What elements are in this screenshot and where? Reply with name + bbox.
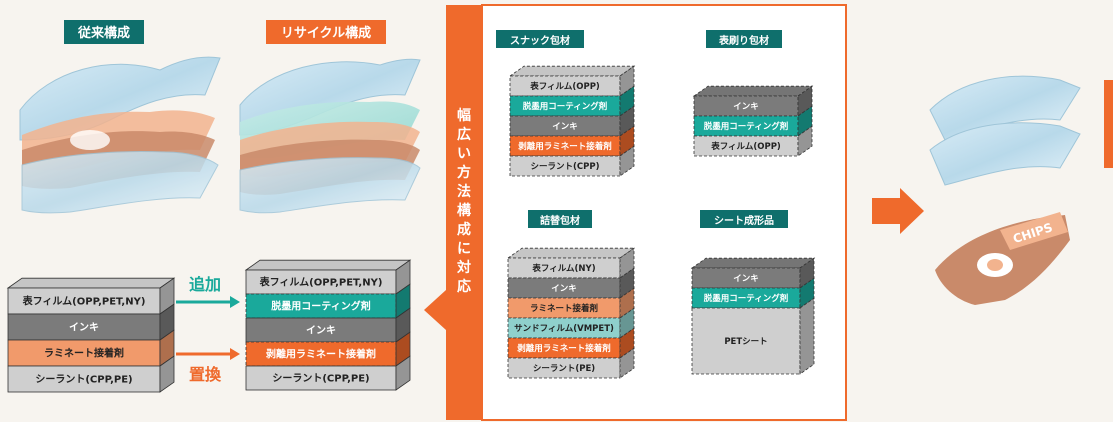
stack-layer-label: ラミネート接着剤 [44,347,124,360]
stack-layer-label: 表フィルム(OPP,PET,NY) [259,276,383,289]
panel-layer-label: 脱墨用コーティング剤 [523,101,608,112]
stack-layer-side [159,355,175,393]
panel-layer-label: インキ [733,274,759,284]
stack-layer-label: 表フィルム(OPP,PET,NY) [22,295,146,308]
panel-layer-label: インキ [551,284,577,294]
panel-layer-label: 脱墨用コーティング剤 [704,293,789,304]
panel-title: 表刷り包材 [718,34,769,47]
panel-title: シート成形品 [714,214,774,227]
panel-layer-label: 剥離用ラミネート接着剤 [518,141,612,152]
panel-layer-side [619,347,635,379]
panel-layer-label: シーラント(PE) [533,364,595,374]
panel-layer-label: 脱墨用コーティング剤 [704,121,789,132]
vertical-band: 幅広い方法構成に対応 [446,5,482,420]
vertical-label: 幅広い方法構成に対応 [456,107,471,295]
panel-title-bg [496,30,584,48]
panel-layer [693,135,799,157]
heading-conventional-text: 従来構成 [77,25,130,41]
recycle-film-illustration [239,58,421,214]
panel-layer-label: PETシート [724,337,767,347]
panel-layer-label: 表フィルム(OPP) [529,81,600,92]
panel-layer-label: サンドフィルム(VMPET) [514,324,614,334]
heading-recycle-text: リサイクル構成 [281,25,371,41]
stack-layer-label: インキ [306,325,336,337]
panel-title: 詰替包材 [540,214,580,227]
panel-layer-side [797,125,813,157]
stack-layer-label: インキ [69,322,99,334]
right-edge-accent [1104,80,1113,168]
output-film-illustration [929,75,1081,186]
conventional-stack: 表フィルム(OPP,PET,NY) インキラミネート接着剤シーラント(CPP,PE… [6,277,176,393]
stack-layer-label: 脱墨用コーティング剤 [271,300,370,313]
panel-title-bg [706,30,782,48]
conventional-film-illustration [19,56,221,214]
stack-top-face [6,277,176,289]
add-arrow: 追加 [176,275,240,308]
panel-layer-label: インキ [552,122,578,132]
panel-top-face [508,65,636,77]
big-right-arrow [872,188,924,234]
panel-top-face [692,85,814,97]
heading-recycle: リサイクル構成 [266,20,386,44]
stack-layer-label: シーラント(CPP,PE) [35,374,132,386]
panel-layer-label: シーラント(CPP) [531,162,600,172]
replace-arrow-label: 置換 [189,365,222,384]
add-arrow-label: 追加 [189,275,221,294]
stack-layer [245,317,397,343]
panel-layer-side [619,145,635,177]
stack-layer-label: 剥離用ラミネート接着剤 [266,348,376,361]
stack-layer-side [395,355,411,391]
recycle-stack: 表フィルム(OPP,PET,NY) 脱墨用コーティング剤インキ剥離用ラミネート接着… [244,259,412,391]
panel-layer-side [799,297,815,375]
stack-layer [245,269,397,295]
panel-top-face [690,257,816,269]
stack-layer [7,339,161,367]
panel-title-bg [528,210,592,228]
panel-layer-label: インキ [733,102,759,112]
panel-layer-label: 剥離用ラミネート接着剤 [517,343,611,354]
panel-title-bg [700,210,788,228]
panel-layer-label: ラミネート接着剤 [530,303,598,314]
stack-top-face [244,259,412,271]
replace-arrow: 置換 [176,348,240,384]
panel-title: スナック包材 [510,34,570,47]
heading-conventional: 従来構成 [64,20,144,44]
stack-layer-label: シーラント(CPP,PE) [272,373,369,385]
panel-layer-label: 表フィルム(NY) [531,263,595,274]
panels-group: スナック包材表フィルム(OPP)脱墨用コーティング剤インキ剥離用ラミネート接着剤… [496,30,816,379]
orange-pointer [424,290,446,330]
panel-top-face [506,247,636,259]
panel-layer-label: 表フィルム(OPP) [710,141,781,152]
chips-package-illustration: CHIPS [935,212,1070,305]
